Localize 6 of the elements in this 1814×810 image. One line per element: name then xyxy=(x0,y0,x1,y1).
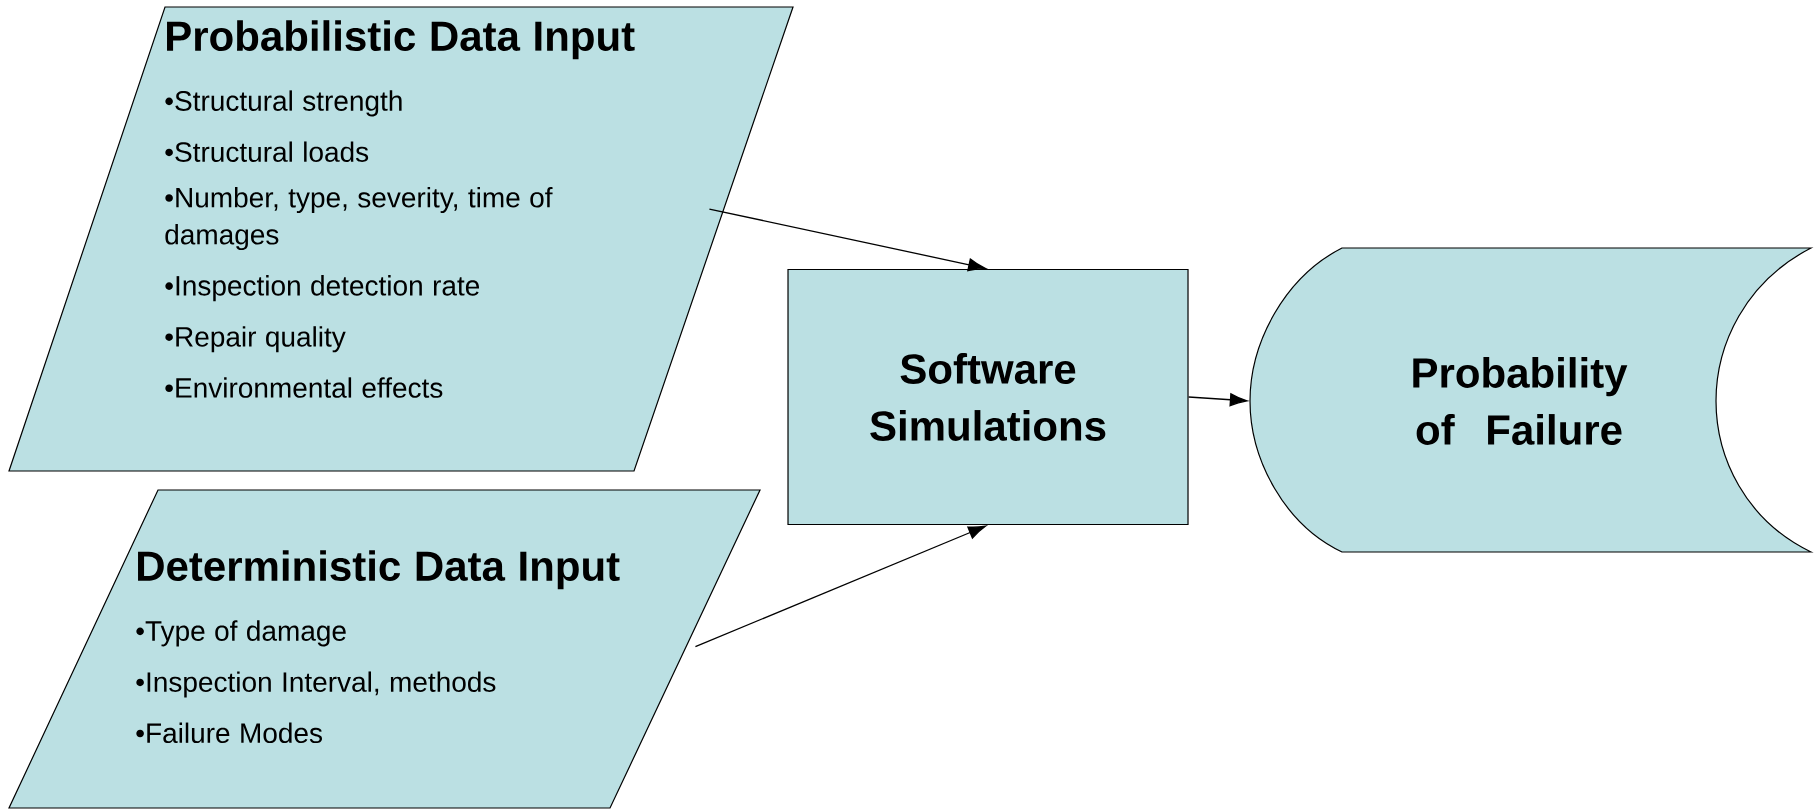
arrow xyxy=(708,208,986,272)
data-input-parallelogram: Deterministic Data Input •Type of damage •Inspection Interval, methods •Failure Modes xyxy=(8,489,761,809)
data-input-parallelogram: Probabilistic Data Input •Structural strength •Structural loads •Number, type, severity, time of damages •Inspection detection rate •Repair quality •Environmental effects xyxy=(8,6,794,472)
arrow xyxy=(694,525,986,648)
process-box: Software Simulations xyxy=(787,268,1189,526)
arrow xyxy=(1187,393,1248,407)
